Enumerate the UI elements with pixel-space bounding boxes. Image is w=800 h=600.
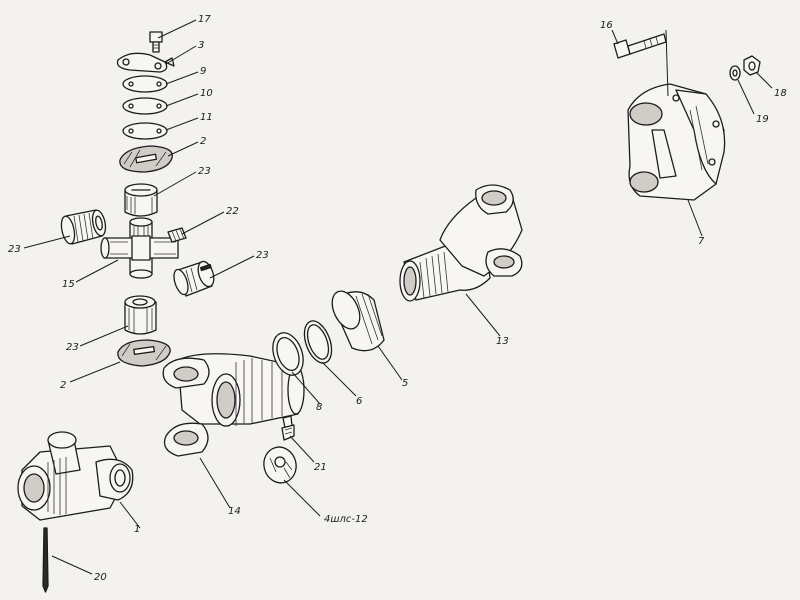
leader-lines (23, 19, 773, 575)
washer-19 (729, 65, 741, 81)
seal-ring-8 (272, 332, 304, 376)
grease-fitting-22 (167, 227, 187, 243)
bolt-17 (149, 31, 163, 53)
label-18: 18 (774, 88, 787, 99)
label-15: 15 (62, 279, 75, 290)
nut-18 (743, 55, 761, 76)
flange-yoke-7 (627, 83, 726, 201)
label-23-left: 23 (8, 244, 21, 255)
label-14: 14 (228, 506, 241, 517)
label-9: 9 (200, 66, 206, 77)
label-17: 17 (198, 14, 211, 25)
bearing-cup-23-top (124, 183, 158, 217)
spider-cross-15 (100, 217, 179, 279)
label-23-bottom: 23 (66, 342, 79, 353)
label-21: 21 (314, 462, 327, 473)
lube-disk (263, 446, 297, 484)
label-2-upper: 2 (200, 136, 206, 147)
seal-ring-6 (303, 320, 333, 364)
cover-plate-2-upper (119, 145, 173, 173)
label-23-top: 23 (198, 166, 211, 177)
cotter-pin-20 (42, 527, 49, 593)
label-13: 13 (496, 336, 509, 347)
label-16: 16 (600, 20, 613, 31)
label-23-right: 23 (256, 250, 269, 261)
label-10: 10 (200, 88, 213, 99)
grease-nipple-21 (281, 415, 295, 441)
gasket-11 (122, 122, 168, 140)
gasket-9 (122, 75, 168, 93)
label-22: 22 (226, 206, 239, 217)
label-8: 8 (316, 402, 322, 413)
label-6: 6 (356, 396, 362, 407)
label-5: 5 (402, 378, 408, 389)
part-labels: 17 3 9 10 11 2 23 22 23 15 23 23 2 1 20 … (8, 14, 787, 583)
label-2-lower: 2 (60, 380, 66, 391)
flange-yoke-1 (17, 431, 134, 521)
label-3: 3 (198, 40, 204, 51)
cover-plate-2-lower (117, 339, 171, 367)
slip-yoke-14 (162, 353, 305, 457)
label-20: 20 (94, 572, 107, 583)
gasket-10 (122, 97, 168, 115)
bearing-cup-23-left (60, 209, 107, 245)
splined-yoke-13 (399, 184, 523, 302)
label-lube: 4шлс-12 (324, 514, 368, 525)
label-19: 19 (756, 114, 769, 125)
bearing-cup-23-right (173, 260, 215, 297)
label-1: 1 (134, 524, 140, 535)
dust-cap-5 (331, 290, 385, 352)
label-11: 11 (200, 112, 213, 123)
bolt-16 (613, 29, 669, 97)
label-7: 7 (698, 236, 705, 247)
lock-plate-3 (116, 52, 175, 73)
bearing-cup-23-bottom (124, 295, 157, 335)
